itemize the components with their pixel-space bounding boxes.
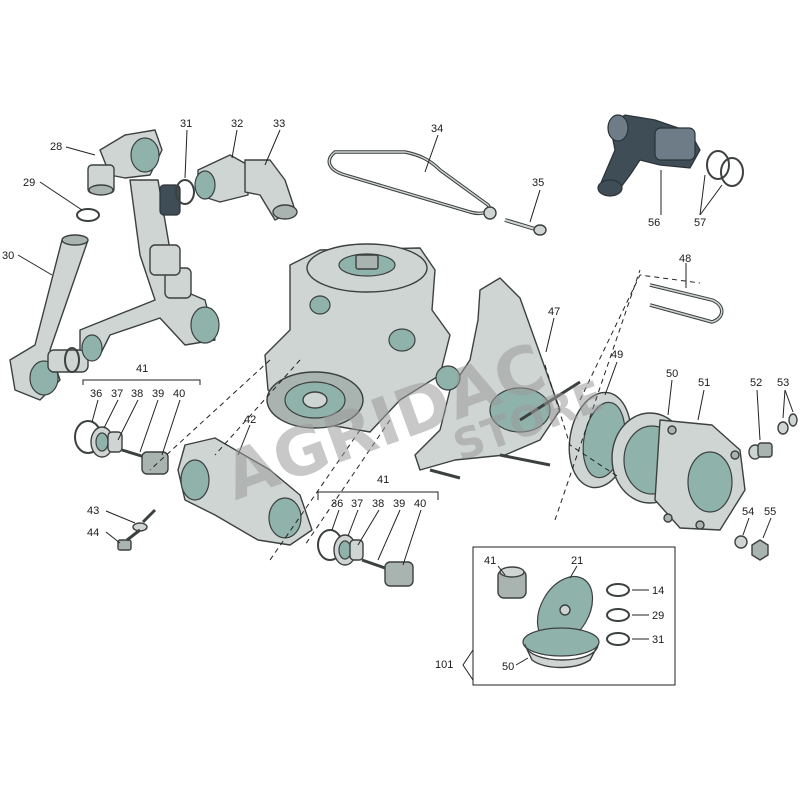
callout-49: 49 (611, 349, 623, 361)
callout-101: 101 (435, 659, 453, 671)
part-tee-manifold (79, 179, 220, 362)
callout-48: 48 (679, 253, 691, 265)
callout-40-left: 40 (173, 388, 185, 400)
callout-43: 43 (87, 505, 99, 517)
callout-34: 34 (431, 123, 443, 135)
valve-group-left (74, 420, 169, 475)
callout-41-right: 41 (377, 474, 389, 486)
callout-47: 47 (548, 306, 560, 318)
part-30-long-elbow-hose (9, 234, 89, 401)
callout-42: 42 (244, 414, 256, 426)
part-56-navy-elbow (597, 114, 701, 197)
callout-50: 50 (666, 368, 678, 380)
callout-29: 29 (23, 177, 35, 189)
part-35-screw (504, 218, 547, 236)
callout-36-right: 36 (331, 498, 343, 510)
callout-38-left: 38 (131, 388, 143, 400)
part-57-o-rings (706, 150, 744, 187)
callout-50-kit: 50 (502, 661, 514, 673)
callout-32: 32 (231, 118, 243, 130)
callout-52: 52 (750, 377, 762, 389)
kit-o-rings (606, 583, 630, 646)
part-53-small-rings (777, 413, 798, 435)
callout-56: 56 (648, 217, 660, 229)
assembly-guide-lines (149, 269, 701, 561)
callout-55: 55 (764, 506, 776, 518)
callout-37-right: 37 (351, 498, 363, 510)
callout-28: 28 (50, 141, 62, 153)
callout-44: 44 (87, 527, 99, 539)
callout-29-kit: 29 (652, 610, 664, 622)
part-43-washer (132, 508, 157, 532)
callout-53: 53 (777, 377, 789, 389)
part-42-lower-manifold (177, 437, 313, 546)
part-44-screw (117, 528, 141, 551)
callout-labels: 28 29 30 31 32 33 34 35 56 57 41 36 37 3… (2, 118, 789, 673)
part-33-elbow-connector (244, 159, 298, 221)
callout-31: 31 (180, 118, 192, 130)
callout-31-kit: 31 (652, 634, 664, 646)
callout-33: 33 (273, 118, 285, 130)
part-52-valve-stem (748, 442, 773, 460)
kit-part-50-bell (522, 627, 600, 669)
callout-41-left: 41 (136, 363, 148, 375)
part-34-retaining-bail (327, 150, 497, 220)
pump-body (264, 243, 451, 433)
part-51-housing (654, 419, 746, 531)
part-48-retaining-pin (649, 283, 724, 324)
part-28-elbow-fitting (87, 129, 163, 196)
callout-38-right: 38 (372, 498, 384, 510)
callout-35: 35 (532, 177, 544, 189)
callout-39-right: 39 (393, 498, 405, 510)
callout-36-left: 36 (90, 388, 102, 400)
kit-part-41-valve (497, 566, 527, 599)
callout-54: 54 (742, 506, 754, 518)
part-32-coupling (194, 154, 249, 203)
part-54-washer (734, 535, 748, 549)
callout-39-left: 39 (152, 388, 164, 400)
callout-41-kit: 41 (484, 555, 496, 567)
part-55-nut (751, 539, 769, 561)
kit-101-box (462, 546, 676, 686)
callout-14: 14 (652, 585, 664, 597)
callout-30: 30 (2, 250, 14, 262)
callout-37-left: 37 (111, 388, 123, 400)
callout-40-right: 40 (414, 498, 426, 510)
leader-lines (17, 129, 794, 666)
callout-21: 21 (571, 555, 583, 567)
callout-57: 57 (694, 217, 706, 229)
callout-51: 51 (698, 377, 710, 389)
part-47-side-cover (414, 277, 581, 480)
part-31-clamp-ring (159, 179, 195, 216)
valve-group-right (317, 529, 414, 587)
part-29-o-ring (76, 208, 100, 222)
